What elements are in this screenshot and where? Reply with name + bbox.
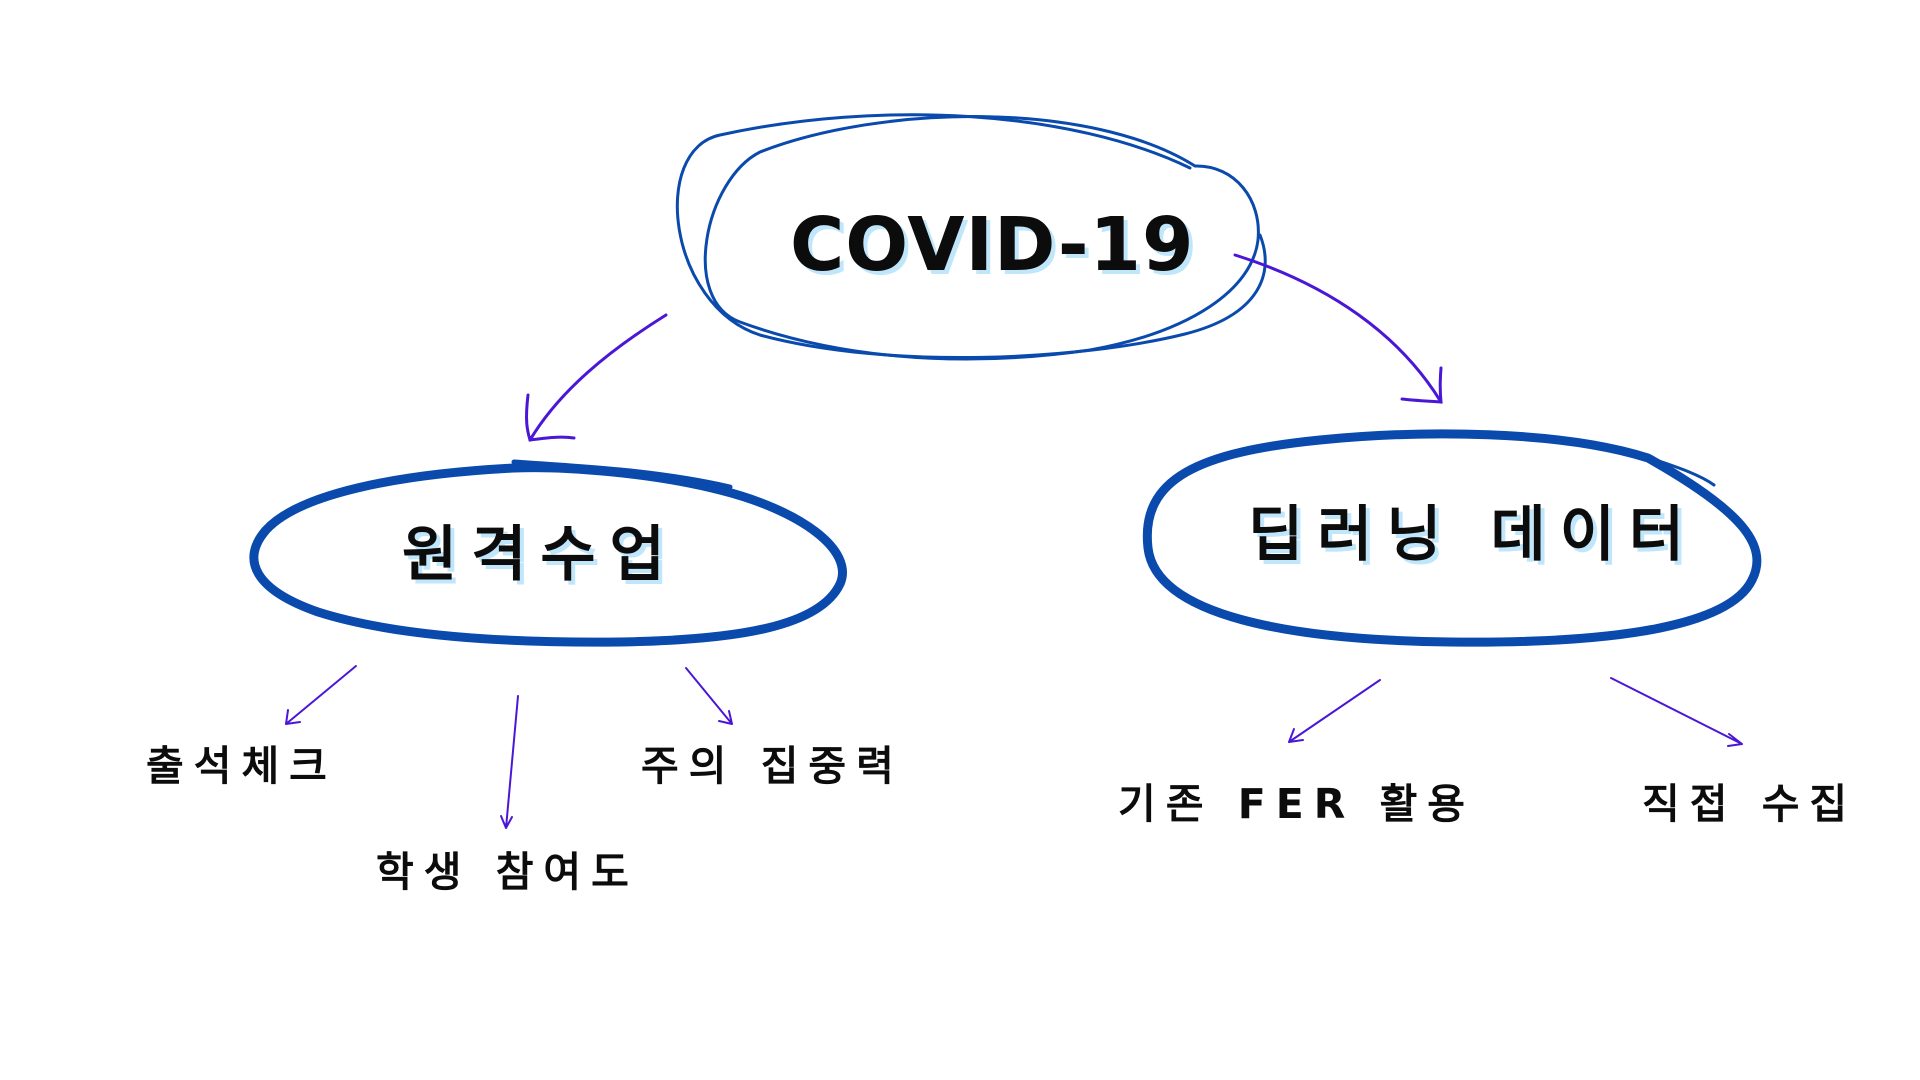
arrow-to-leaf-0 (285, 665, 357, 725)
left-branch-label: 원격수업 (402, 520, 679, 590)
leaf-label: 기존 FER 활용 (1118, 780, 1476, 828)
arrow-root-to-left (528, 313, 668, 442)
arrow-to-leaf-1 (500, 695, 519, 829)
root-label: COVID-19 (790, 202, 1195, 288)
leaf-label: 출석체크 (146, 742, 337, 790)
arrowhead-root-to-left (525, 393, 576, 442)
right-branch-label: 딥러닝 데이터 (1248, 500, 1699, 570)
arrow-to-leaf-4 (1610, 677, 1743, 747)
leaf-label: 주의 집중력 (641, 742, 904, 790)
arrow-root-to-right (1233, 253, 1443, 404)
arrowhead-root-to-right (1400, 366, 1443, 404)
root-ellipse-outer (675, 113, 1267, 360)
arrow-to-leaf-2 (685, 667, 733, 725)
left-branch-ellipse (249, 463, 847, 647)
arrow-to-leaf-3 (1288, 679, 1381, 743)
root-ellipse-inner (703, 115, 1260, 361)
leaf-label: 직접 수집 (1642, 780, 1858, 828)
right-branch-ellipse (1142, 429, 1762, 647)
left-branch-ellipse-tail (511, 459, 733, 490)
leaf-label: 학생 참여도 (376, 848, 639, 896)
right-branch-ellipse-tail (1648, 456, 1716, 487)
